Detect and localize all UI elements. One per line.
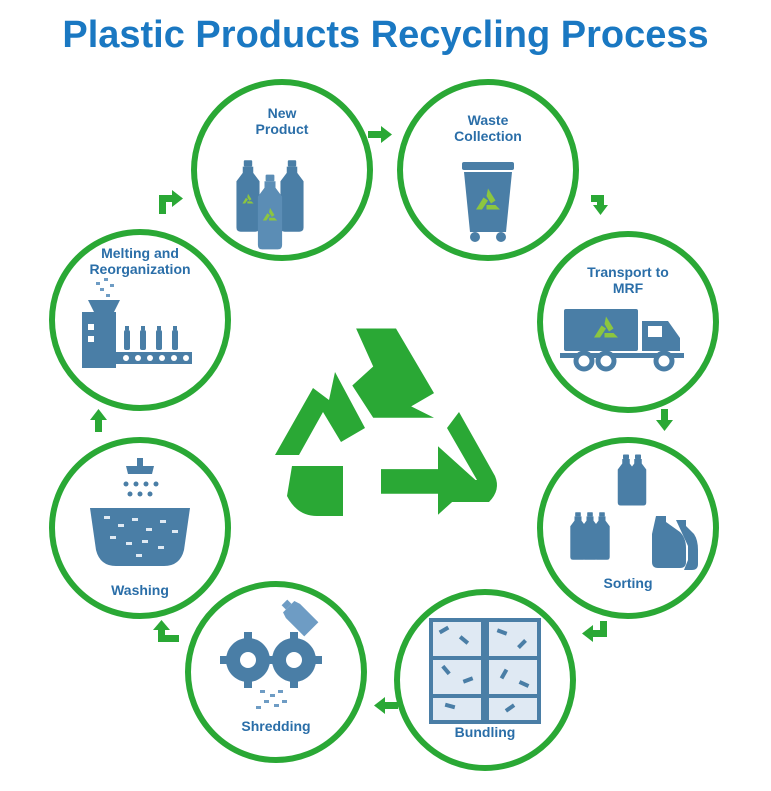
arrow-sorting-to-bundling [582, 621, 607, 642]
step-circle-sorting [537, 437, 719, 619]
sorted-bottles-icon [570, 454, 698, 570]
arrow-shredding-to-washing [153, 620, 179, 642]
step-label-washing: Washing [111, 582, 169, 598]
step-label-line: Bundling [455, 724, 516, 740]
step-label-line: Reorganization [89, 261, 190, 277]
arrow-transport-to-sorting [656, 409, 673, 431]
step-label-line: Sorting [604, 575, 653, 591]
step-label-sorting: Sorting [604, 575, 653, 591]
recycle-bin-icon [462, 162, 514, 242]
flow-arrows [90, 126, 673, 714]
recycle-symbol-icon [275, 328, 497, 516]
step-label-line: Melting and [101, 245, 179, 261]
arrow-bundling-to-shredding [374, 697, 398, 714]
step-label-line: Shredding [241, 718, 310, 734]
step-label-line: Product [256, 121, 309, 137]
step-label-shredding: Shredding [241, 718, 310, 734]
step-label-line: Collection [454, 128, 522, 144]
step-label-line: Waste [468, 112, 509, 128]
washing-tub-icon [90, 458, 190, 566]
page-title: Plastic Products Recycling Process [62, 14, 709, 56]
step-label-line: Transport to [587, 264, 669, 280]
step-label-line: MRF [613, 280, 644, 296]
melting-machine-icon [82, 278, 192, 368]
arrow-new-to-waste [368, 126, 392, 143]
shredder-icon [220, 599, 322, 709]
arrow-washing-to-melting [90, 409, 107, 432]
bales-icon [429, 618, 541, 724]
step-label-bundling: Bundling [455, 724, 516, 740]
step-label-line: New [268, 105, 297, 121]
truck-icon [560, 309, 684, 372]
step-label-line: Washing [111, 582, 169, 598]
arrow-waste-to-transport [591, 195, 608, 215]
arrow-melting-to-new [159, 190, 183, 214]
